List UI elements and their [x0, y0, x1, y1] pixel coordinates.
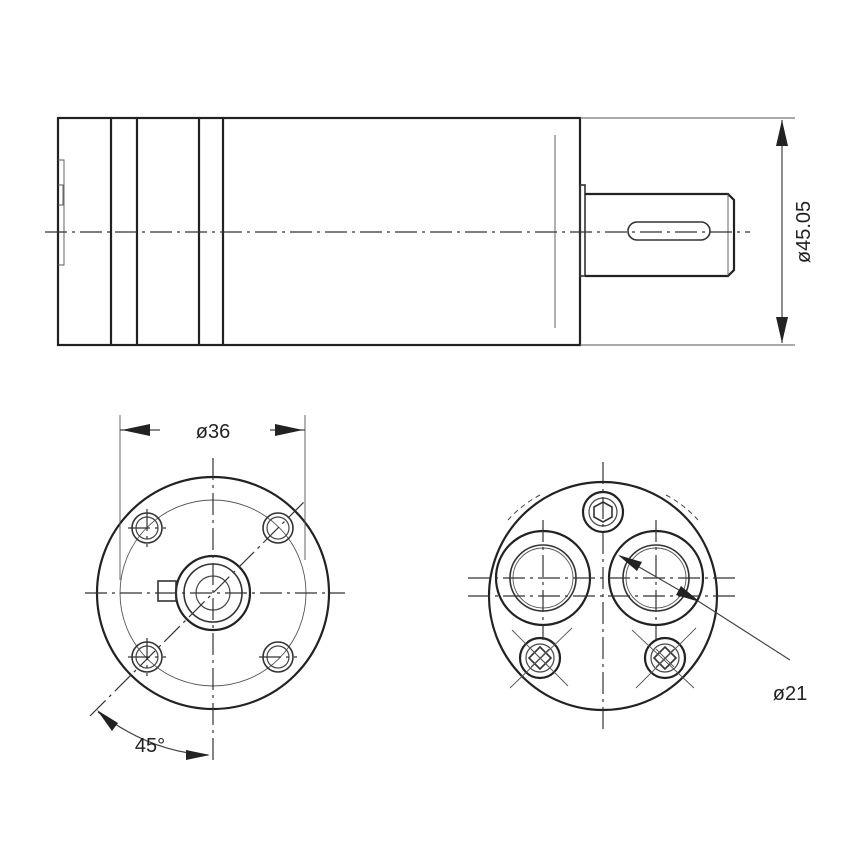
leader-line	[697, 600, 791, 661]
hidden-arc	[507, 494, 541, 521]
arrowhead	[618, 555, 642, 571]
key	[157, 580, 177, 602]
arrowhead	[122, 424, 150, 436]
arrowhead	[776, 120, 788, 146]
rear-tab	[58, 184, 64, 206]
arrowhead	[186, 750, 210, 760]
arrowhead	[776, 317, 788, 343]
screw-bottom-left	[518, 636, 562, 680]
key-slot	[627, 221, 711, 241]
arrowhead	[97, 710, 118, 731]
rear-view: ø21	[468, 462, 807, 733]
diagonal-centerline	[89, 500, 306, 717]
dimension-angle-label: 45°	[135, 735, 165, 757]
radial-line	[635, 627, 697, 689]
rear-notch	[58, 159, 65, 266]
screw-bottom-right	[643, 636, 687, 680]
pilot-step	[579, 184, 586, 277]
hidden-arc	[665, 494, 699, 521]
arrowhead	[676, 586, 700, 602]
front-view: ø36 45°	[85, 415, 345, 760]
arrowhead	[275, 424, 303, 436]
radial-line	[631, 629, 695, 689]
side-view: ø45.05	[45, 116, 815, 347]
output-shaft	[585, 192, 736, 278]
radial-line	[511, 629, 569, 687]
radial-line	[509, 627, 573, 689]
dimension-bolt-circle-label: ø36	[196, 421, 230, 443]
dimension-port-label: ø21	[773, 683, 807, 705]
dimension-diameter-label: ø45.05	[793, 201, 815, 263]
bolt-hole	[262, 512, 294, 544]
